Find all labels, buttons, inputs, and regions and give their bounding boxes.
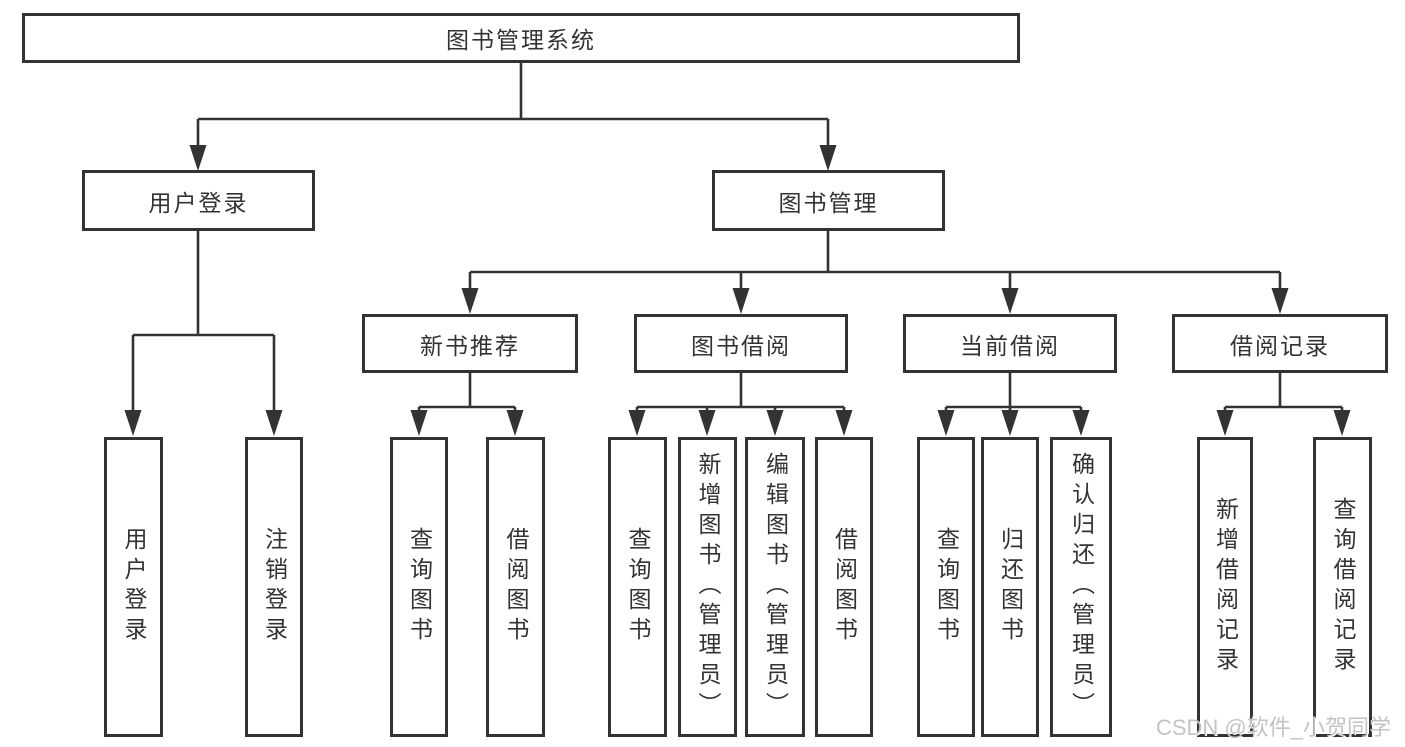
arrowhead <box>1216 410 1234 436</box>
leaf-query-books-borrow-label: 查询图书 <box>625 527 651 647</box>
arrowhead <box>506 410 524 436</box>
arrowhead <box>124 410 142 436</box>
node-user-login: 用户登录 <box>82 170 315 231</box>
leaf-query-books-recommend: 查询图书 <box>390 437 448 737</box>
connector-borrow-records-to-leaves <box>1223 372 1344 412</box>
connector-root-to-level2 <box>196 63 830 150</box>
leaf-add-borrow-record: 新增借阅记录 <box>1197 437 1253 737</box>
arrowhead <box>189 145 207 171</box>
leaf-logout-login: 注销登录 <box>245 437 303 737</box>
node-current-borrow-label: 当前借阅 <box>960 332 1060 359</box>
leaf-query-books-borrow: 查询图书 <box>608 437 667 737</box>
node-root-label: 图书管理系统 <box>446 27 596 53</box>
arrowhead <box>1001 288 1019 314</box>
leaf-query-books-recommend-label: 查询图书 <box>406 527 433 647</box>
node-borrow-records: 借阅记录 <box>1172 314 1388 373</box>
leaf-borrow-books-recommend: 借阅图书 <box>486 437 545 737</box>
leaf-add-borrow-record-label: 新增借阅记录 <box>1212 497 1239 677</box>
leaf-query-books-current: 查询图书 <box>917 437 975 737</box>
leaf-user-login: 用户登录 <box>104 437 163 737</box>
leaf-query-borrow-record-label: 查询借阅记录 <box>1330 497 1356 677</box>
leaf-query-borrow-record: 查询借阅记录 <box>1313 437 1372 737</box>
arrowhead <box>628 410 646 436</box>
arrowhead <box>835 410 853 436</box>
node-user-login-label: 用户登录 <box>148 189 249 216</box>
arrowhead <box>766 410 784 436</box>
leaf-add-book-admin-label: 新增图书（管理员） <box>695 452 721 722</box>
node-book-borrow: 图书借阅 <box>634 314 848 373</box>
node-book-management-label: 图书管理 <box>778 189 879 216</box>
leaf-return-books: 归还图书 <box>981 437 1039 737</box>
arrowhead <box>1271 288 1289 314</box>
connector-paths <box>131 63 1344 414</box>
leaf-edit-book-admin: 编辑图书（管理员） <box>745 437 805 737</box>
connector-book-borrow-to-leaves <box>635 372 846 412</box>
leaf-borrow-books-recommend-label: 借阅图书 <box>503 527 529 647</box>
arrowhead <box>410 410 428 436</box>
arrowhead <box>819 145 837 171</box>
leaf-logout-login-label: 注销登录 <box>261 527 288 647</box>
node-book-management: 图书管理 <box>712 170 945 231</box>
arrowhead <box>1333 410 1351 436</box>
connector-user-login-to-leaves <box>131 231 276 414</box>
arrowhead <box>265 410 283 436</box>
leaf-add-book-admin: 新增图书（管理员） <box>678 437 737 737</box>
leaf-query-books-current-label: 查询图书 <box>933 527 960 647</box>
leaf-borrow-books-borrow-label: 借阅图书 <box>831 527 858 647</box>
leaf-return-books-label: 归还图书 <box>997 527 1024 647</box>
arrowhead <box>698 410 716 436</box>
arrowhead <box>937 410 955 436</box>
node-book-borrow-label: 图书借阅 <box>691 332 791 359</box>
connector-book-management-to-level3 <box>468 231 1282 290</box>
arrowhead <box>461 288 479 314</box>
leaf-user-login-label: 用户登录 <box>121 527 147 647</box>
connector-new-book-recommend-to-leaves <box>417 372 517 412</box>
arrowhead <box>1001 410 1019 436</box>
node-borrow-records-label: 借阅记录 <box>1230 332 1330 359</box>
csdn-watermark: CSDN @软件_小贺同学 <box>1155 715 1391 740</box>
node-new-book-recommend-label: 新书推荐 <box>420 332 520 359</box>
arrowheads <box>124 145 1351 436</box>
leaf-borrow-books-borrow: 借阅图书 <box>815 437 873 737</box>
arrowhead <box>732 288 750 314</box>
leaf-edit-book-admin-label: 编辑图书（管理员） <box>762 452 789 722</box>
connector-current-borrow-to-leaves <box>944 372 1083 412</box>
node-new-book-recommend: 新书推荐 <box>362 314 578 373</box>
node-current-borrow: 当前借阅 <box>903 314 1117 373</box>
arrowhead <box>1072 410 1090 436</box>
leaf-confirm-return-admin-label: 确认归还（管理员） <box>1068 452 1095 722</box>
leaf-confirm-return-admin: 确认归还（管理员） <box>1050 437 1112 737</box>
node-root: 图书管理系统 <box>22 13 1020 63</box>
